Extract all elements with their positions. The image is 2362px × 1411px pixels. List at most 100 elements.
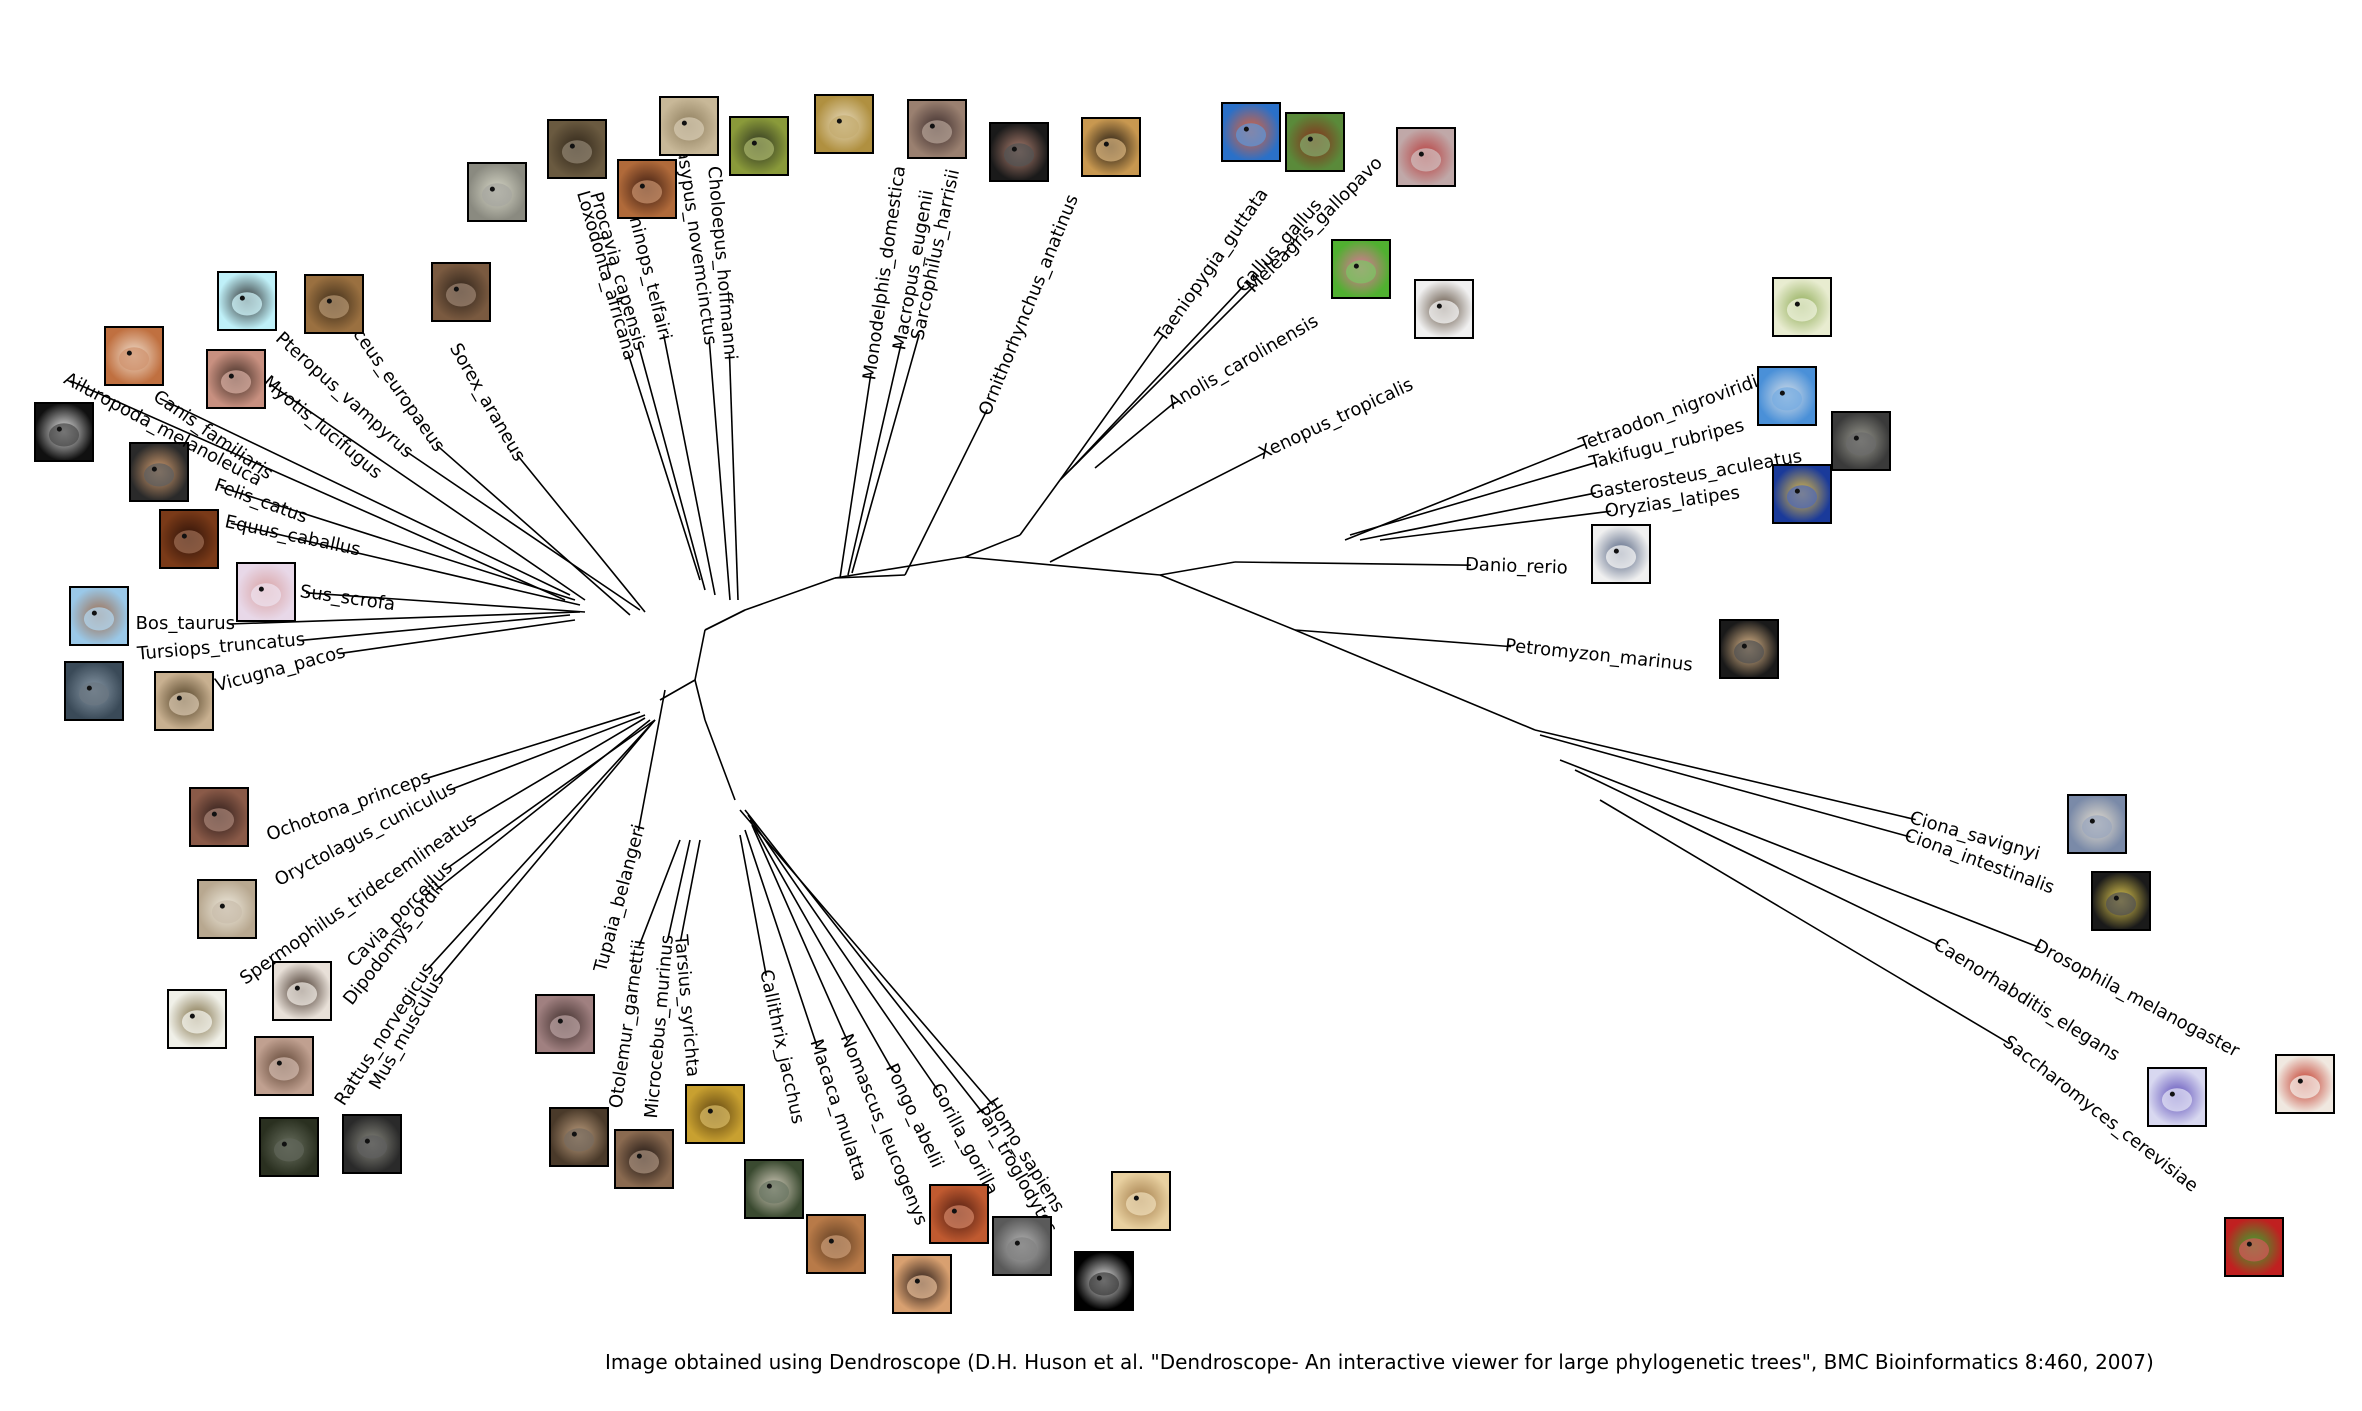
opossum-icon xyxy=(814,94,874,154)
taxon-label-danio: Danio_rerio xyxy=(1465,554,1568,579)
branch-danio xyxy=(1234,561,1472,567)
internal-branch xyxy=(694,679,706,721)
bat-face-icon xyxy=(206,349,266,409)
fruit-fly-icon xyxy=(2275,1054,2335,1114)
chicken-icon xyxy=(1285,112,1345,172)
taxon-label-callithrix: Callithrix_jacchus xyxy=(755,968,808,1126)
attribution-caption: Image obtained using Dendroscope (D.H. H… xyxy=(605,1350,2154,1374)
internal-branch xyxy=(704,719,736,801)
zebrafish-icon xyxy=(1591,524,1651,584)
branch-takifugu xyxy=(1349,461,1597,536)
branch-nomascus xyxy=(751,824,848,1041)
taxon-label-ornithorhynchus: Ornithorhynchus_anatinus xyxy=(975,192,1083,419)
kangaroo-rat-icon xyxy=(254,1036,314,1096)
internal-branch xyxy=(1019,479,1061,536)
lamprey-mouth-icon xyxy=(1719,619,1779,679)
branch-sorex xyxy=(516,454,646,613)
rabbit-icon xyxy=(197,879,257,939)
fugu-icon xyxy=(1757,366,1817,426)
branch-spermophilus xyxy=(469,717,646,823)
branch-drosophila xyxy=(1559,759,2041,949)
branch-microcebus xyxy=(666,839,691,942)
frog-icon xyxy=(1414,279,1474,339)
branch-ciona_s xyxy=(1534,729,1916,821)
internal-branch xyxy=(704,609,746,631)
branch-equus xyxy=(230,522,581,606)
yeast-cell-icon xyxy=(2224,1217,2284,1277)
hedgehog-icon xyxy=(304,274,364,334)
sea-squirt-icon xyxy=(2091,871,2151,931)
branch-petromyzon xyxy=(1294,629,1512,648)
pika-icon xyxy=(189,787,249,847)
branch-gorilla xyxy=(747,814,939,1091)
gibbon-icon xyxy=(892,1254,952,1314)
alpaca-icon xyxy=(154,671,214,731)
branch-loxodonta xyxy=(627,353,701,581)
tarsier-icon xyxy=(685,1084,745,1144)
branch-procavia xyxy=(637,344,706,591)
branch-macaca xyxy=(744,829,818,1046)
branch-monodelphis xyxy=(839,373,872,579)
anole-lizard-icon xyxy=(1331,239,1391,299)
tasmanian-devil-icon xyxy=(989,122,1049,182)
branch-rattus xyxy=(426,719,656,971)
branch-ornithorhynchus xyxy=(904,409,988,576)
branch-ciona_i xyxy=(1539,734,1911,838)
sloth-icon xyxy=(729,116,789,176)
branch-erinaceus xyxy=(436,444,631,616)
hyrax-icon xyxy=(547,119,607,179)
horse-icon xyxy=(159,509,219,569)
elephant-icon xyxy=(467,162,527,222)
branch-echinops xyxy=(662,334,716,596)
taxon-label-sorex: Sorex_araneus xyxy=(445,340,529,465)
internal-branch xyxy=(1159,574,1296,631)
branch-canis xyxy=(159,397,571,596)
dog-icon xyxy=(104,326,164,386)
internal-branch xyxy=(694,629,706,681)
branch-xenopus xyxy=(1049,451,1266,563)
branch-pteropus xyxy=(405,450,641,611)
chimpanzee-icon xyxy=(1074,1251,1134,1311)
branch-tupaia xyxy=(637,689,666,831)
taxon-label-drosophila: Drosophila_melanogaster xyxy=(2030,935,2243,1062)
branch-pan xyxy=(744,809,984,1114)
zebra-finch-icon xyxy=(1221,102,1281,162)
medaka-icon xyxy=(1772,464,1832,524)
taxon-label-bos: Bos_taurus xyxy=(136,613,235,634)
branch-tursiops xyxy=(298,614,571,642)
taxon-label-petromyzon: Petromyzon_marinus xyxy=(1504,635,1694,676)
dolphin-icon xyxy=(64,661,124,721)
branch-gasterosteus xyxy=(1359,492,1597,541)
internal-branch xyxy=(744,577,836,611)
branch-sarcophilus xyxy=(851,333,921,574)
tree-leaves: Pteropus_vampyrusErinaceus_europaeusSore… xyxy=(34,94,2335,1314)
mouse-icon xyxy=(342,1114,402,1174)
branch-anolis xyxy=(1094,401,1176,469)
orangutan-icon xyxy=(929,1184,989,1244)
branch-saccharomyces xyxy=(1599,799,2011,1045)
branch-pongo xyxy=(749,819,894,1071)
branch-otolemur xyxy=(638,839,681,947)
wallaby-icon xyxy=(907,99,967,159)
nematode-icon xyxy=(2147,1067,2207,1127)
taxon-label-xenopus: Xenopus_tropicalis xyxy=(1255,374,1416,464)
turkey-icon xyxy=(1396,127,1456,187)
internal-branch xyxy=(659,679,696,701)
branch-mus xyxy=(436,719,656,981)
ground-squirrel-icon xyxy=(167,989,227,1049)
taxon-label-sus: Sus_scrofa xyxy=(299,581,397,615)
tree-shrew-icon xyxy=(535,994,595,1054)
internal-branch xyxy=(1294,629,1536,731)
branch-choloepus xyxy=(728,353,739,601)
internal-branch xyxy=(834,556,966,579)
guinea-pig-icon xyxy=(272,961,332,1021)
branch-caenorhabditis xyxy=(1574,769,1941,947)
stickleback-icon xyxy=(1831,411,1891,471)
branch-myotis xyxy=(269,383,586,601)
branch-oryzias xyxy=(1379,510,1612,541)
galago-icon xyxy=(549,1107,609,1167)
pig-icon xyxy=(236,562,296,622)
marmoset-icon xyxy=(744,1159,804,1219)
sea-squirt-icon xyxy=(2067,794,2127,854)
